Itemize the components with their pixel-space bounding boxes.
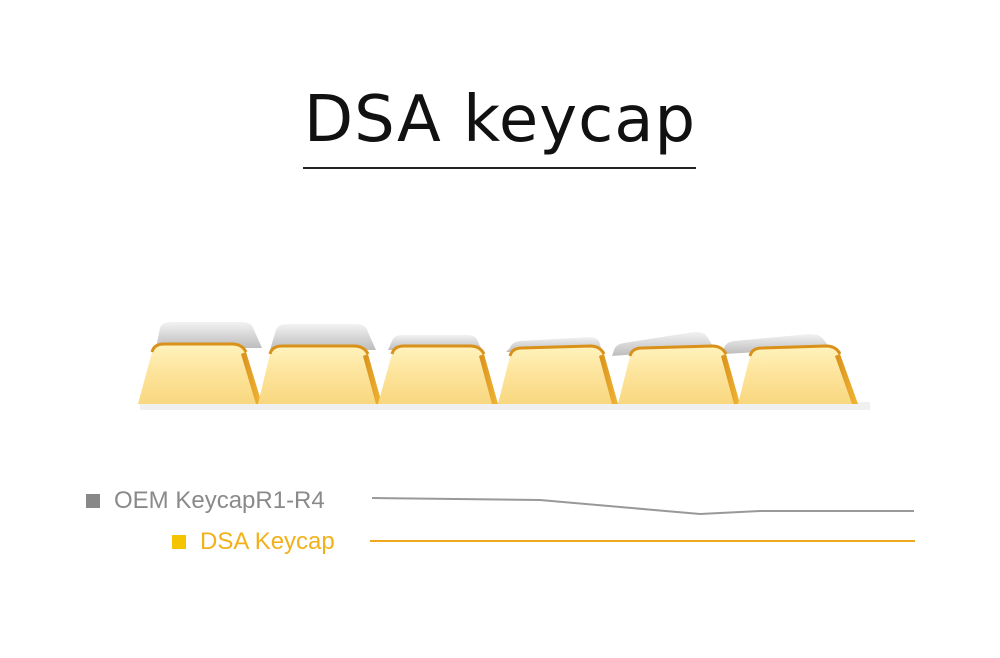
oem-swatch	[86, 494, 100, 508]
legend-dsa: DSA Keycap	[172, 527, 335, 557]
dsa-legend-label: DSA Keycap	[200, 528, 335, 555]
keycap-2	[258, 344, 382, 404]
keycap-3	[378, 344, 498, 404]
dsa-swatch	[172, 535, 186, 549]
oem-keycap-1	[156, 322, 262, 348]
title-underline	[303, 167, 696, 169]
keycap-6	[738, 344, 858, 404]
oem-legend-label: OEM KeycapR1-R4	[114, 487, 325, 514]
keycap-4	[498, 344, 618, 404]
oem-keycap-2	[270, 324, 376, 350]
keycap-5	[618, 344, 740, 404]
keycap-1	[138, 342, 262, 404]
oem-profile-line	[371, 497, 914, 516]
keycap-shadow	[140, 402, 870, 410]
page-title: DSA keycap	[303, 83, 697, 157]
legend-oem: OEM KeycapR1-R4	[86, 486, 325, 516]
